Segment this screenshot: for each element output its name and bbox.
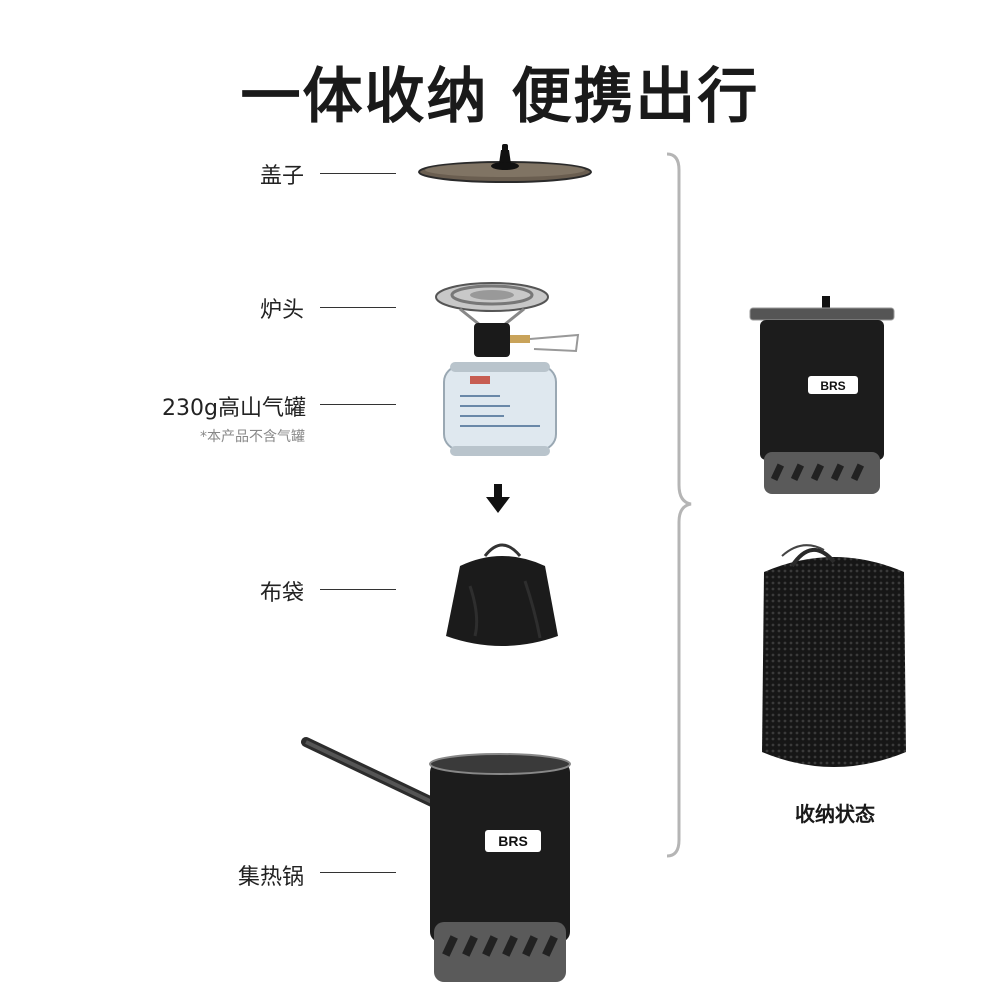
part-label-pot: 集热锅 (237, 865, 304, 890)
part-label-canister: 230g高山气罐 (162, 396, 306, 421)
page-title: 一体收纳 便携出行 (240, 62, 760, 132)
leader-line-bag (320, 589, 396, 590)
pot-image: BRS (301, 737, 571, 982)
leader-line-pot (320, 872, 396, 873)
grouping-brace (666, 152, 692, 858)
stored-pot-image: BRS (749, 296, 895, 494)
part-label-lid: 盖子 (259, 164, 304, 189)
pot-brand-logo: BRS (498, 833, 528, 849)
lid-image (418, 144, 592, 183)
leader-line-canister (320, 404, 396, 405)
arrow-down-icon (486, 484, 510, 513)
mesh-bag-image (762, 544, 906, 767)
cloth-bag-image (446, 543, 558, 646)
stored-state-caption: 收纳状态 (795, 802, 875, 826)
part-label-burner: 炉头 (259, 298, 304, 323)
leader-line-lid (320, 173, 396, 174)
canister-image (443, 362, 557, 456)
part-label-bag: 布袋 (259, 581, 304, 606)
stored-pot-brand-logo: BRS (820, 379, 845, 393)
canister-note: *本产品不含气罐 (200, 429, 305, 445)
leader-line-burner (320, 307, 396, 308)
burner-image (435, 282, 580, 357)
